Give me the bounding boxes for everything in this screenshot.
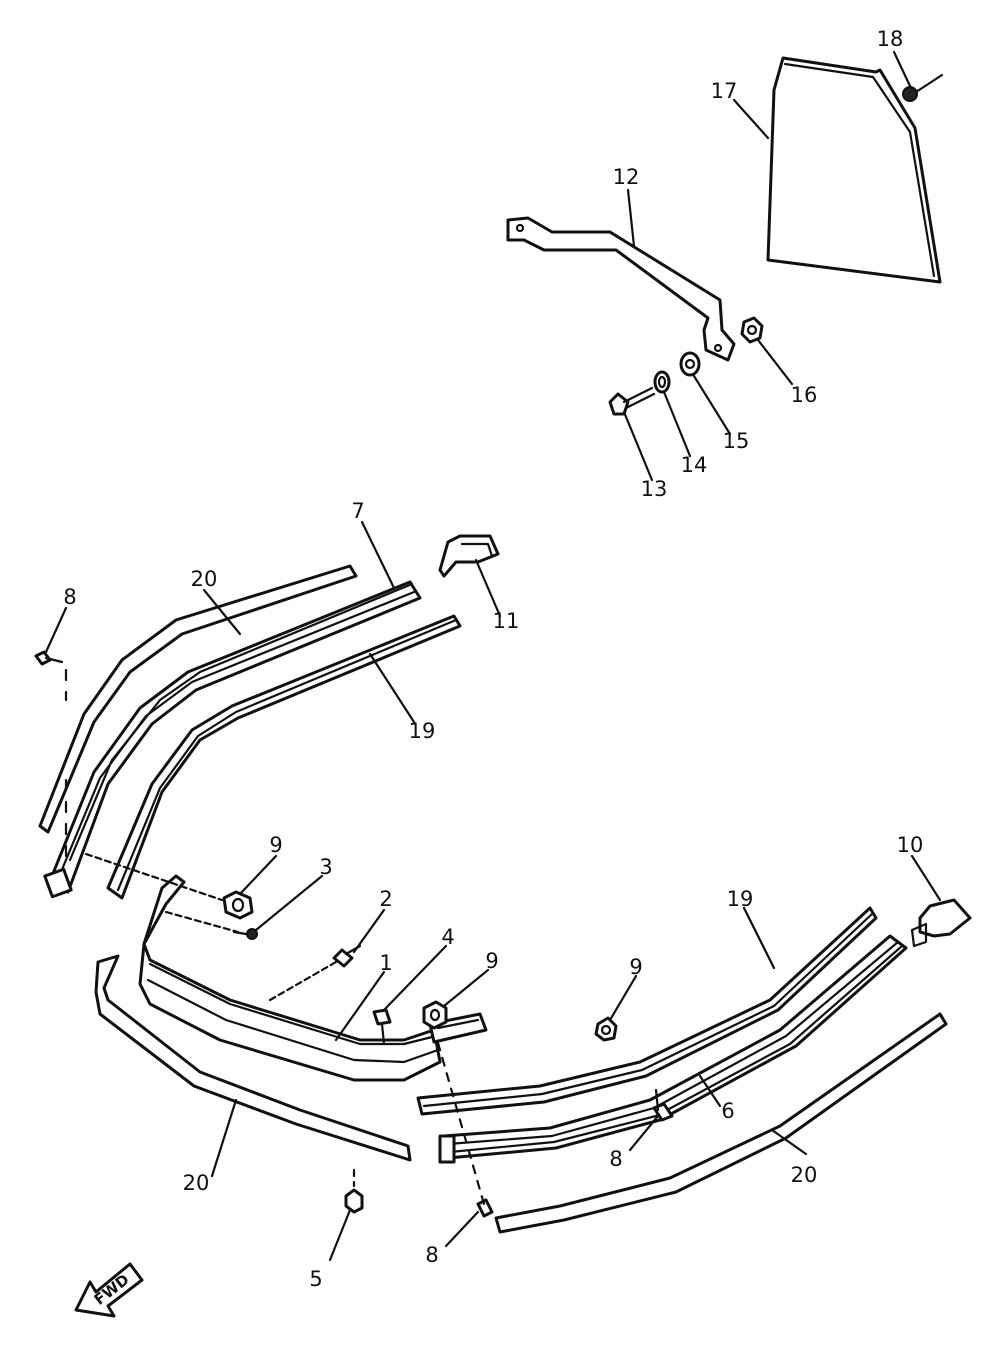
callout-9-right: 9 xyxy=(629,955,642,979)
bolt-part-8-center xyxy=(652,1088,674,1122)
leader-lines xyxy=(44,50,942,1262)
bracket-part-10 xyxy=(910,898,972,948)
callout-16: 16 xyxy=(791,383,818,407)
callout-10: 10 xyxy=(897,833,924,857)
bolt-part-4 xyxy=(372,1008,392,1046)
guard-rail-lower-right xyxy=(438,934,908,1164)
bolt-part-3 xyxy=(232,928,258,940)
callout-3: 3 xyxy=(319,855,332,879)
nut-part-9-right xyxy=(594,1016,618,1042)
molding-strip-upper xyxy=(106,614,462,900)
nut-part-5 xyxy=(344,1168,364,1214)
front-rail-part-1 xyxy=(138,874,488,1082)
callout-numbers: 18 17 12 16 15 14 13 7 8 20 11 19 10 9 3… xyxy=(63,27,923,1291)
nut-part-9-left xyxy=(222,890,254,920)
bracket-part-11 xyxy=(438,534,500,578)
callout-1: 1 xyxy=(379,951,392,975)
callout-9-left: 9 xyxy=(269,833,282,857)
callout-9-center: 9 xyxy=(485,949,498,973)
callout-13: 13 xyxy=(641,477,668,501)
rub-rail-strip-lower-right xyxy=(494,1012,948,1234)
callout-12: 12 xyxy=(613,165,640,189)
callout-18: 18 xyxy=(877,27,904,51)
nut-part-16 xyxy=(740,316,764,344)
callout-20-left: 20 xyxy=(183,1171,210,1195)
molding-strip-lower-right xyxy=(416,906,878,1116)
bolt-part-8-lower xyxy=(434,1034,494,1218)
callout-17: 17 xyxy=(711,79,738,103)
forward-direction-arrow: FWD xyxy=(74,1262,144,1318)
screw-part-8-upper xyxy=(34,650,68,862)
guard-rail-upper xyxy=(43,580,422,899)
callout-19-upper: 19 xyxy=(409,719,436,743)
callout-11: 11 xyxy=(493,609,520,633)
bracket-stay-part xyxy=(506,216,736,362)
callout-6: 6 xyxy=(721,1099,734,1123)
callout-8-lower: 8 xyxy=(425,1243,438,1267)
washer-part-15 xyxy=(679,351,701,377)
callout-2: 2 xyxy=(379,887,392,911)
callout-14: 14 xyxy=(681,453,708,477)
bolt-part-13 xyxy=(608,386,656,416)
callout-20-right: 20 xyxy=(791,1163,818,1187)
callout-5: 5 xyxy=(309,1267,322,1291)
rub-rail-strip-lower-left xyxy=(94,954,412,1162)
callout-19-lower: 19 xyxy=(727,887,754,911)
screw-part-18 xyxy=(902,73,944,102)
callout-4: 4 xyxy=(441,925,454,949)
callout-20-upper: 20 xyxy=(191,567,218,591)
lock-washer-part-14 xyxy=(653,370,671,394)
nut-part-9-center xyxy=(422,1000,448,1030)
callout-7: 7 xyxy=(351,499,364,523)
callout-15: 15 xyxy=(723,429,750,453)
callout-8-center: 8 xyxy=(609,1147,622,1171)
plate-part xyxy=(766,56,942,284)
callout-8-upper: 8 xyxy=(63,585,76,609)
rub-rail-strip-upper xyxy=(38,564,358,834)
